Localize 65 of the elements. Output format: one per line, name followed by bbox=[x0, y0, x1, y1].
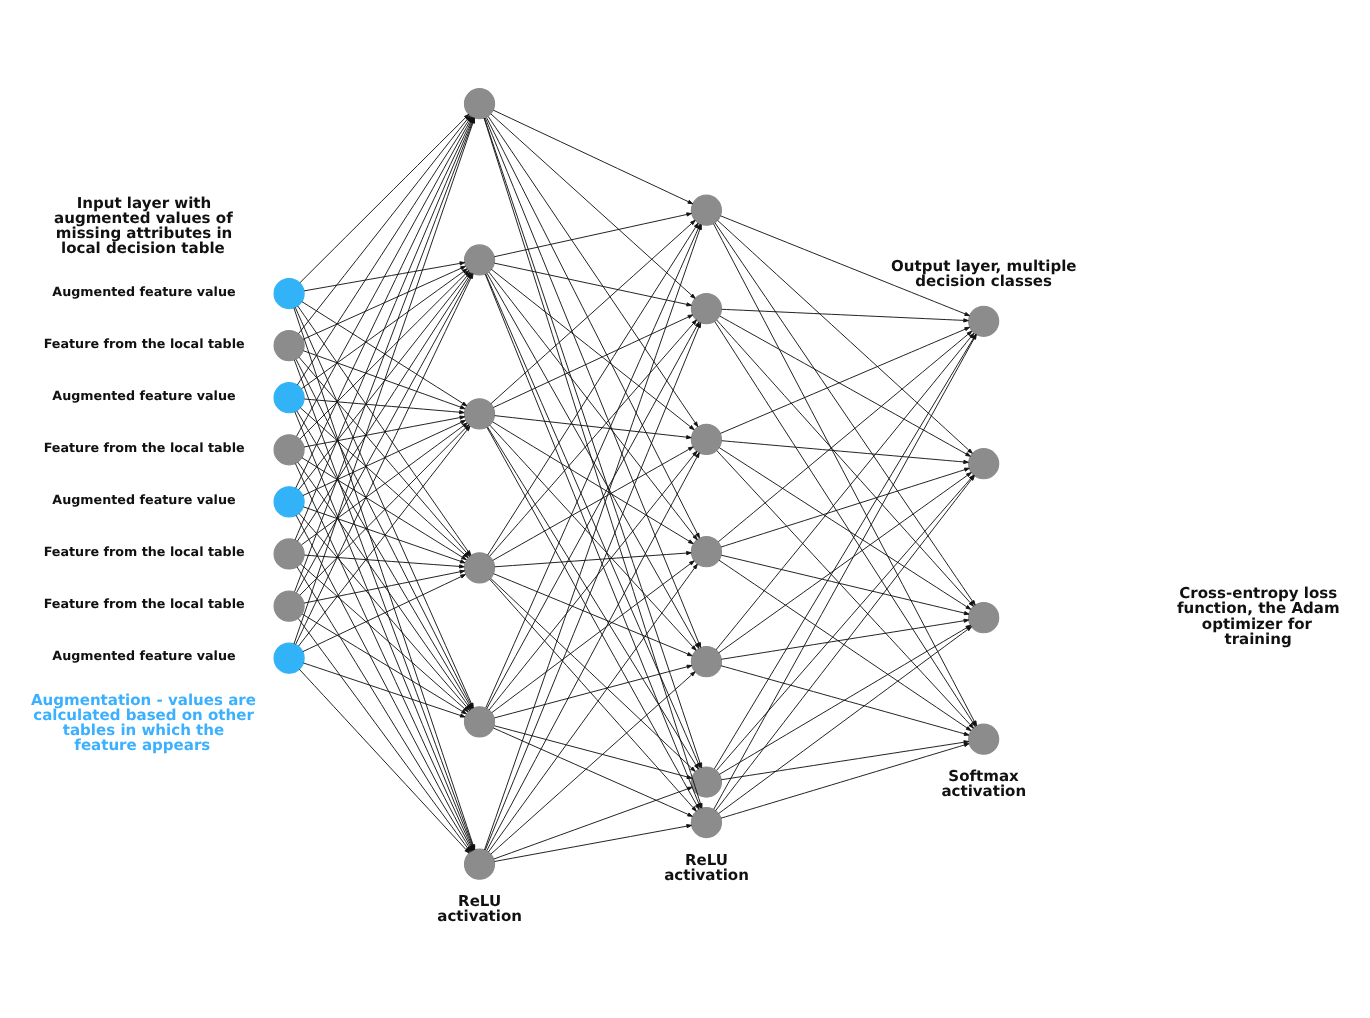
arrow bbox=[493, 724, 693, 778]
arrow bbox=[303, 397, 465, 414]
arrow bbox=[721, 307, 969, 322]
arrow bbox=[302, 418, 466, 496]
arrow bbox=[303, 568, 466, 603]
arrow bbox=[488, 449, 698, 710]
arrow bbox=[721, 439, 969, 464]
arrow bbox=[303, 414, 466, 447]
arrow bbox=[720, 553, 970, 615]
node-circle bbox=[273, 641, 305, 673]
arrow bbox=[494, 414, 692, 439]
arrow bbox=[716, 318, 974, 606]
node-circle bbox=[273, 276, 305, 309]
arrow bbox=[720, 664, 970, 735]
arrow bbox=[718, 446, 972, 609]
arrow bbox=[302, 264, 466, 339]
arrow bbox=[490, 112, 696, 298]
node-circle bbox=[273, 485, 305, 517]
node-circle bbox=[273, 329, 305, 361]
arrow bbox=[493, 572, 693, 656]
arrow bbox=[720, 466, 970, 547]
arrow bbox=[714, 221, 976, 605]
arrow bbox=[494, 550, 692, 567]
arrow bbox=[717, 218, 973, 453]
arrow bbox=[302, 573, 466, 652]
arrow bbox=[490, 577, 696, 771]
arrow bbox=[490, 218, 696, 404]
arrow bbox=[489, 423, 697, 650]
arrow bbox=[301, 267, 468, 389]
arrow bbox=[720, 214, 971, 316]
arrow bbox=[492, 108, 694, 204]
node-circle bbox=[273, 589, 305, 621]
arrow bbox=[717, 329, 973, 542]
arrow bbox=[487, 562, 698, 852]
arrow bbox=[301, 612, 467, 714]
arrow bbox=[492, 445, 694, 560]
arrow bbox=[302, 505, 466, 563]
arrow bbox=[720, 741, 970, 818]
arrow bbox=[303, 553, 465, 568]
arrow bbox=[492, 313, 694, 407]
arrow bbox=[490, 267, 695, 430]
arrow bbox=[720, 325, 971, 433]
node-circle bbox=[273, 537, 305, 569]
arrow bbox=[488, 270, 698, 540]
arrow bbox=[491, 559, 695, 713]
arrow bbox=[302, 661, 466, 717]
arrow bbox=[301, 300, 468, 406]
arrow bbox=[303, 260, 466, 291]
arrow bbox=[299, 562, 469, 712]
arrow bbox=[301, 456, 467, 560]
node-circle bbox=[273, 433, 305, 465]
arrow bbox=[493, 663, 693, 718]
arrow bbox=[492, 420, 694, 544]
arrow bbox=[302, 349, 466, 409]
arrow bbox=[490, 670, 696, 854]
arrow bbox=[489, 577, 697, 811]
arrow bbox=[493, 823, 692, 861]
arrow bbox=[493, 785, 693, 859]
node-circle bbox=[273, 381, 305, 413]
arrow bbox=[719, 314, 971, 456]
arrow bbox=[493, 211, 692, 257]
arrow bbox=[720, 739, 970, 780]
arrow bbox=[489, 318, 697, 556]
arrow bbox=[493, 261, 692, 306]
arrow bbox=[492, 726, 693, 816]
